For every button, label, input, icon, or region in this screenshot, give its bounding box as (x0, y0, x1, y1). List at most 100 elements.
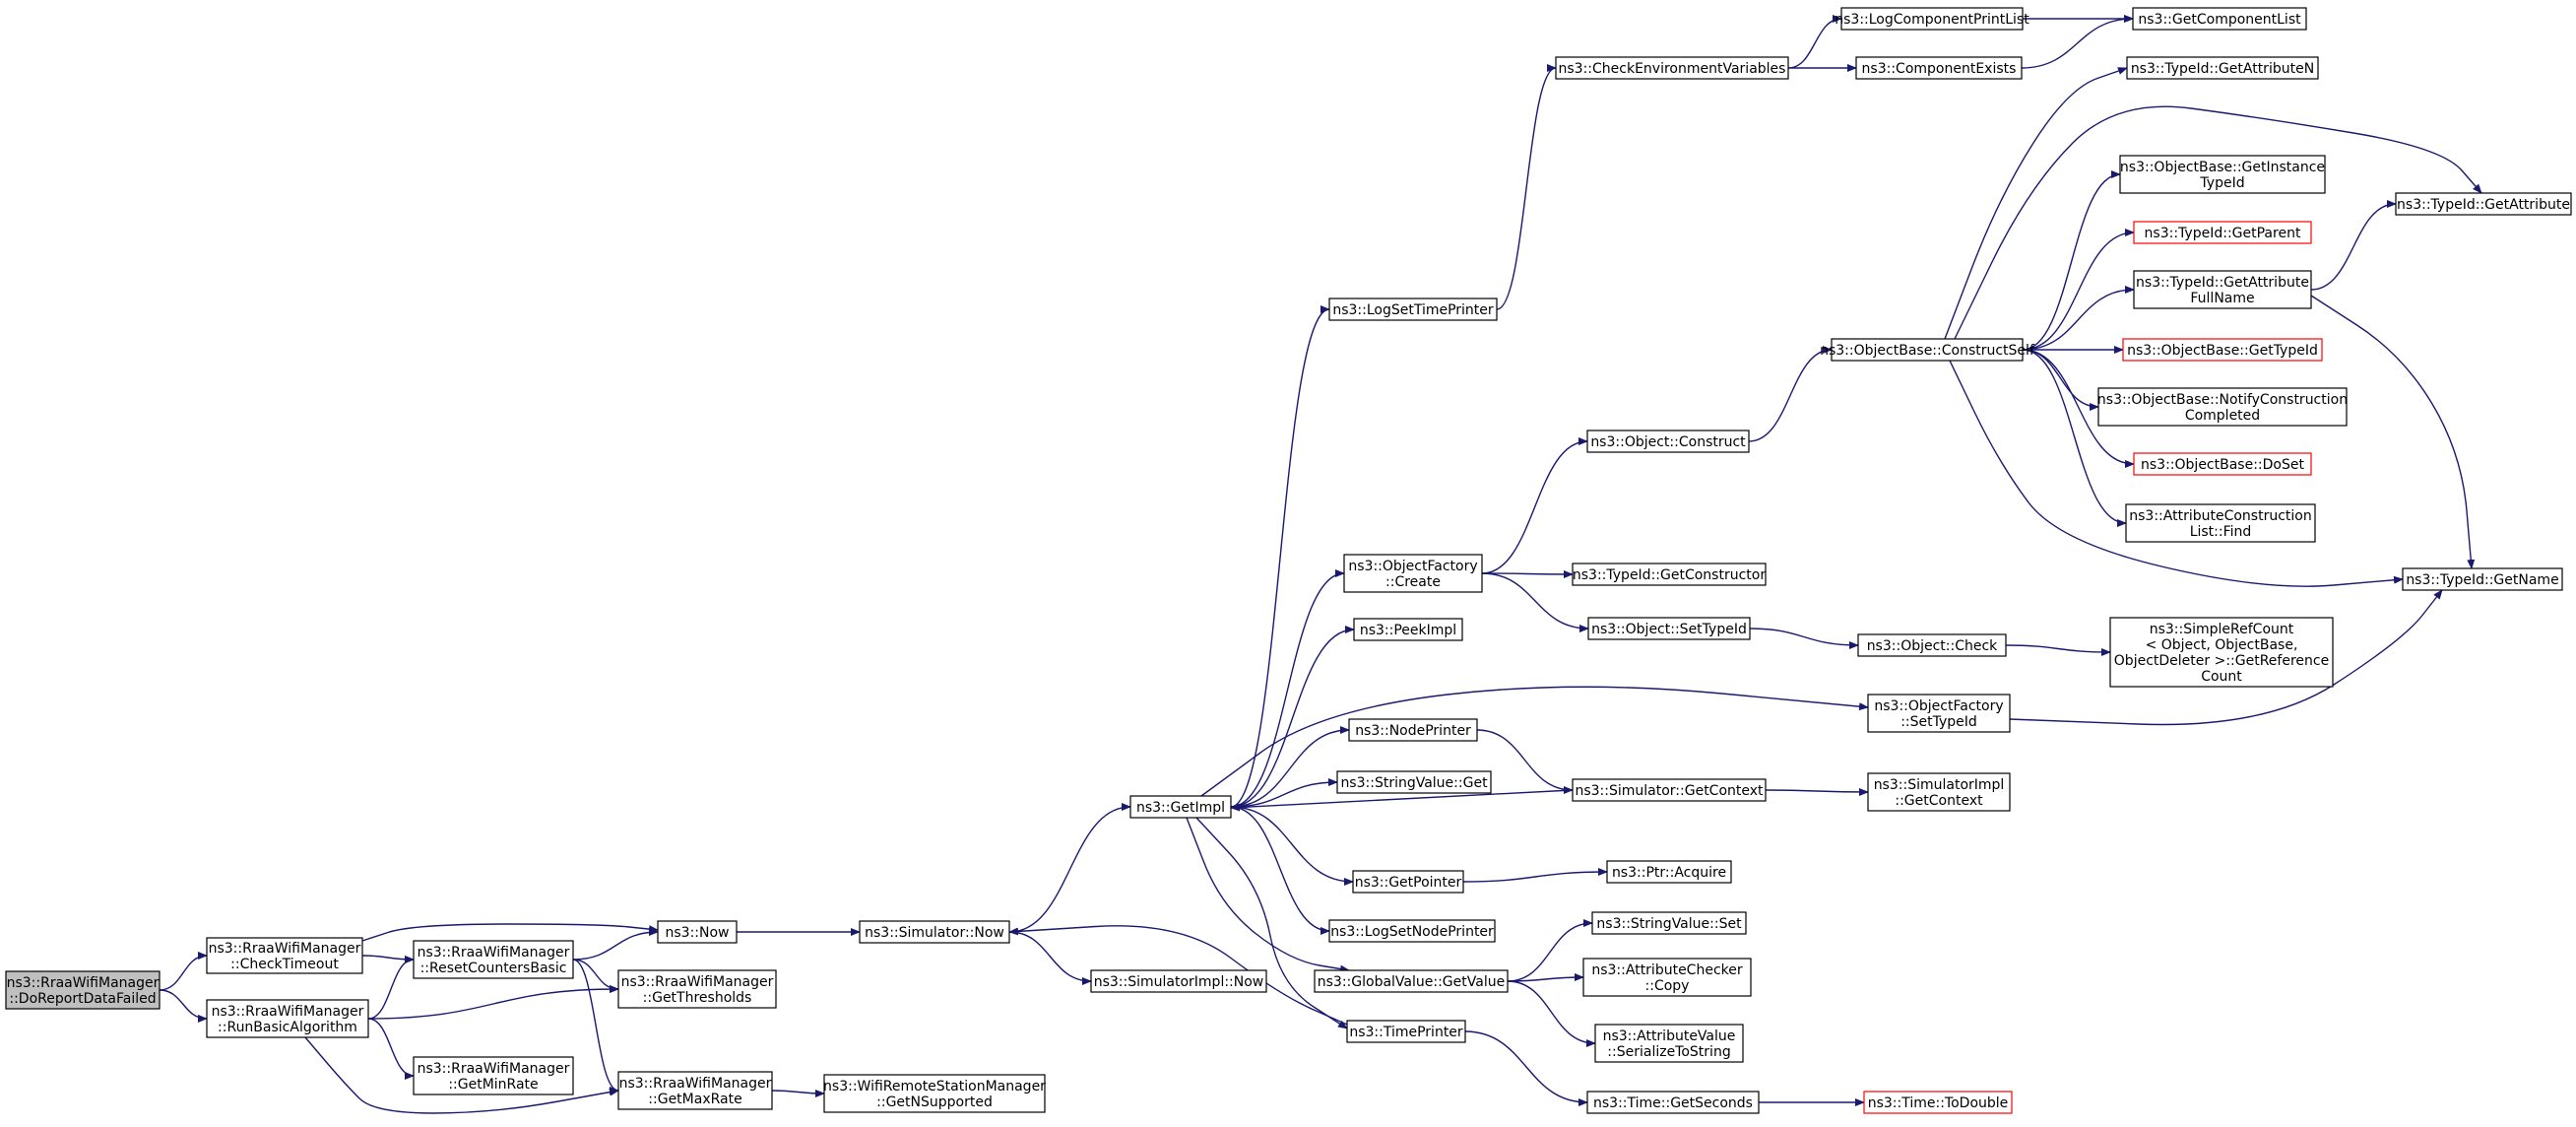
node-label: ns3::PeekImpl (1360, 623, 1456, 638)
node-getnsupported[interactable]: ns3::WifiRemoteStationManager::GetNSuppo… (823, 1074, 1046, 1113)
node-label: ns3::ObjectBase::GetInstance (2120, 160, 2325, 175)
node-label: ns3::TypeId::GetAttributeN (2131, 61, 2314, 77)
node-box (1855, 56, 2023, 80)
edge-doreport-to-runbasic (159, 989, 208, 1023)
node-label: ::RunBasicAlgorithm (218, 1020, 357, 1035)
node-simimplgetcontext[interactable]: ns3::SimulatorImpl::GetContext (1867, 772, 2011, 812)
node-simimplnow[interactable]: ns3::SimulatorImpl::Now (1090, 969, 1267, 993)
node-logsetnodeprinter[interactable]: ns3::LogSetNodePrinter (1328, 919, 1496, 943)
node-objbasenotify[interactable]: ns3::ObjectBase::NotifyConstructionCompl… (2097, 387, 2348, 427)
node-logcomponentprintlist[interactable]: ns3::LogComponentPrintList (1835, 7, 2029, 31)
node-now[interactable]: ns3::Now (657, 920, 738, 944)
node-globalvalueget[interactable]: ns3::GlobalValue::GetValue (1314, 969, 1509, 993)
node-label: ns3::GetImpl (1136, 800, 1225, 816)
node-timetodouble[interactable]: ns3::Time::ToDouble (1863, 1091, 2013, 1114)
node-label: ns3::RraaWifiManager (418, 945, 570, 961)
node-simgetcontext[interactable]: ns3::Simulator::GetContext (1572, 778, 1767, 802)
node-getthresholds[interactable]: ns3::RraaWifiManager::GetThresholds (617, 969, 777, 1009)
node-label: Completed (2185, 408, 2260, 424)
node-objfactorysettypeid[interactable]: ns3::ObjectFactory::SetTypeId (1867, 694, 2011, 733)
node-box (1857, 633, 2007, 657)
node-label: ns3::StringValue::Get (1340, 775, 1488, 791)
node-stringvalueget[interactable]: ns3::StringValue::Get (1336, 770, 1492, 794)
node-label: ::GetMinRate (448, 1077, 538, 1093)
node-box (413, 940, 574, 979)
node-nodeprinter[interactable]: ns3::NodePrinter (1348, 718, 1478, 742)
node-label: ns3::Ptr::Acquire (1612, 865, 1726, 881)
node-objconstruct[interactable]: ns3::Object::Construct (1586, 430, 1750, 453)
node-label: ns3::AttributeConstruction (2129, 508, 2311, 524)
node-typeidgetattributen[interactable]: ns3::TypeId::GetAttributeN (2126, 56, 2319, 80)
node-box (1587, 617, 1751, 640)
node-label: ns3::RraaWifiManager (621, 974, 774, 990)
node-box (2126, 56, 2319, 80)
node-peekimpl[interactable]: ns3::PeekImpl (1353, 618, 1463, 641)
node-timegetseconds[interactable]: ns3::Time::GetSeconds (1586, 1091, 1760, 1114)
node-componentexists[interactable]: ns3::ComponentExists (1855, 56, 2023, 80)
edge-getimpl-to-timeprinter (1195, 817, 1348, 1029)
node-attrcheckercopy[interactable]: ns3::AttributeChecker::Copy (1582, 958, 1752, 997)
node-label: Count (2201, 669, 2242, 685)
node-box (1586, 430, 1750, 453)
node-box (823, 1074, 1046, 1113)
edge-objbaseconstructself-to-typeidgetattributen (1944, 67, 2128, 340)
node-doreport: ns3::RraaWifiManager::DoReportDataFailed (5, 970, 161, 1010)
node-label: ns3::ObjectBase::NotifyConstruction (2097, 392, 2348, 408)
node-getmaxrate[interactable]: ns3::RraaWifiManager::GetMaxRate (617, 1071, 773, 1110)
edge-objbaseconstructself-to-typeidgetparent (2022, 229, 2135, 351)
node-simnow[interactable]: ns3::Simulator::Now (859, 920, 1010, 944)
node-typeidgetparent[interactable]: ns3::TypeId::GetParent (2133, 221, 2312, 244)
node-ptracquire[interactable]: ns3::Ptr::Acquire (1606, 860, 1732, 884)
node-box (859, 920, 1010, 944)
node-objbaseconstructself[interactable]: ns3::ObjectBase::ConstructSelf (1820, 338, 2035, 362)
node-box (206, 999, 369, 1038)
node-timeprinter[interactable]: ns3::TimePrinter (1346, 1020, 1466, 1043)
node-objbasegettypeid[interactable]: ns3::ObjectBase::GetTypeId (2122, 338, 2323, 362)
edge-objconstruct-to-objbaseconstructself (1748, 346, 1833, 442)
node-label: ns3::TypeId::GetAttribute (2136, 275, 2309, 291)
edge-objbaseconstructself-to-attrconstructionlistfind (2022, 349, 2127, 527)
node-getminrate[interactable]: ns3::RraaWifiManager::GetMinRate (413, 1056, 574, 1095)
node-objbasedoset[interactable]: ns3::ObjectBase::DoSet (2133, 452, 2312, 476)
node-box (1867, 694, 2011, 733)
node-label: ns3::TimePrinter (1349, 1025, 1463, 1040)
edge-runbasic-to-resetcounters (367, 956, 415, 1020)
node-label: ns3::GetPointer (1355, 875, 1462, 891)
node-getpointer[interactable]: ns3::GetPointer (1352, 870, 1464, 894)
edge-getimpl-to-objfactorysettypeid (1200, 686, 1869, 797)
edge-checkenv-to-logcomponentprintlist (1787, 15, 1842, 69)
node-getcomponentlist[interactable]: ns3::GetComponentList (2132, 7, 2307, 31)
node-label: ObjectDeleter >::GetReference (2114, 653, 2329, 669)
node-typeidgetattribute[interactable]: ns3::TypeId::GetAttribute (2395, 192, 2572, 216)
node-typeidgetname[interactable]: ns3::TypeId::GetName (2402, 567, 2563, 591)
node-box (1831, 338, 2024, 362)
node-checkenv[interactable]: ns3::CheckEnvironmentVariables (1555, 56, 1789, 80)
node-objsettypeid[interactable]: ns3::Object::SetTypeId (1587, 617, 1751, 640)
node-label: ns3::GlobalValue::GetValue (1318, 974, 1505, 990)
nodes: ns3::RraaWifiManager::DoReportDataFailed… (5, 7, 2572, 1114)
edge-getimpl-to-logsettimeprinter (1230, 305, 1330, 808)
node-typeidgetconstructor[interactable]: ns3::TypeId::GetConstructor (1572, 563, 1767, 586)
node-attrvalueserialize[interactable]: ns3::AttributeValue::SerializeToString (1594, 1024, 1744, 1063)
node-simplerefcount[interactable]: ns3::SimpleRefCount< Object, ObjectBase,… (2109, 617, 2334, 688)
node-label: ns3::Now (666, 925, 730, 941)
node-resetcounters[interactable]: ns3::RraaWifiManager::ResetCountersBasic (413, 940, 574, 979)
node-label: ::Copy (1645, 978, 1690, 994)
node-label: ns3::RraaWifiManager (209, 941, 361, 957)
node-objfactorycreate[interactable]: ns3::ObjectFactory::Create (1343, 554, 1483, 593)
node-runbasic[interactable]: ns3::RraaWifiManager::RunBasicAlgorithm (206, 999, 369, 1038)
edge-objfactorycreate-to-objconstruct (1481, 437, 1588, 574)
node-stringvalueset[interactable]: ns3::StringValue::Set (1591, 911, 1747, 935)
node-objcheck[interactable]: ns3::Object::Check (1857, 633, 2007, 657)
node-label: ns3::TypeId::GetParent (2145, 226, 2301, 241)
node-getimpl[interactable]: ns3::GetImpl (1129, 795, 1232, 819)
node-checktimeout[interactable]: ns3::RraaWifiManager::CheckTimeout (206, 937, 363, 974)
node-label: ns3::RraaWifiManager (418, 1061, 570, 1077)
node-logsettimeprinter[interactable]: ns3::LogSetTimePrinter (1328, 298, 1498, 321)
node-label: ::ResetCountersBasic (420, 961, 567, 976)
edge-getpointer-to-ptracquire (1462, 868, 1608, 883)
